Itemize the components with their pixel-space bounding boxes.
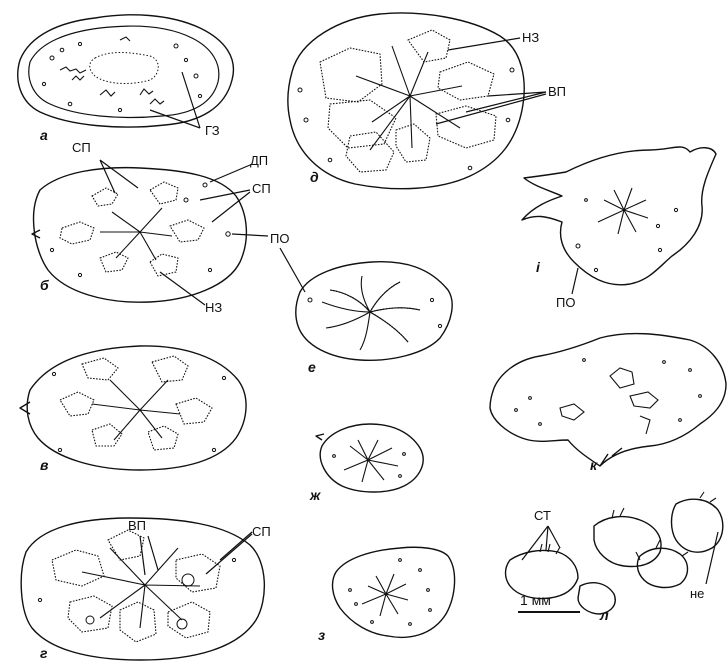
scale-bar: 1 мм — [518, 592, 580, 612]
specimen-b: б СП ДП СП НЗ — [32, 140, 271, 315]
specimen-g: г ВП СП — [21, 518, 271, 661]
label-st: СТ — [534, 508, 551, 523]
label-nz-b: НЗ — [205, 300, 222, 315]
panel-letter-d: д — [310, 169, 319, 185]
label-po-i: ПО — [556, 295, 575, 310]
panel-letter-i: і — [536, 259, 541, 275]
label-ne: не — [690, 586, 704, 601]
label-vp-d: ВП — [548, 84, 566, 99]
panel-letter-e: е — [308, 359, 316, 375]
specimen-zh: ж — [309, 424, 423, 503]
label-nz-d: НЗ — [522, 30, 539, 45]
label-sp-b1: СП — [72, 140, 91, 155]
specimen-k: к — [490, 334, 726, 473]
panel-letter-b: б — [40, 277, 49, 293]
panel-letter-l: л — [599, 607, 609, 623]
specimen-z: з — [318, 547, 455, 643]
specimen-i: і ПО — [522, 147, 716, 310]
panel-letter-a: а — [40, 127, 48, 143]
label-po-top: ПО — [270, 231, 289, 246]
label-gz: ГЗ — [205, 123, 220, 138]
panel-letter-g: г — [40, 645, 48, 661]
panel-letter-zh: ж — [309, 487, 321, 503]
panel-letter-k: к — [590, 457, 598, 473]
specimen-d: д НЗ ВП — [288, 13, 566, 189]
specimen-v: в — [20, 346, 246, 473]
panel-letter-v: в — [40, 457, 49, 473]
panel-letter-z: з — [318, 627, 325, 643]
label-sp-b2: СП — [252, 181, 271, 196]
specimen-a: а ГЗ — [18, 15, 234, 143]
label-sp-g: СП — [252, 524, 271, 539]
scale-bar-label: 1 мм — [520, 592, 551, 608]
label-dp: ДП — [250, 153, 268, 168]
specimen-e: е — [296, 262, 452, 375]
label-vp-g: ВП — [128, 518, 146, 533]
